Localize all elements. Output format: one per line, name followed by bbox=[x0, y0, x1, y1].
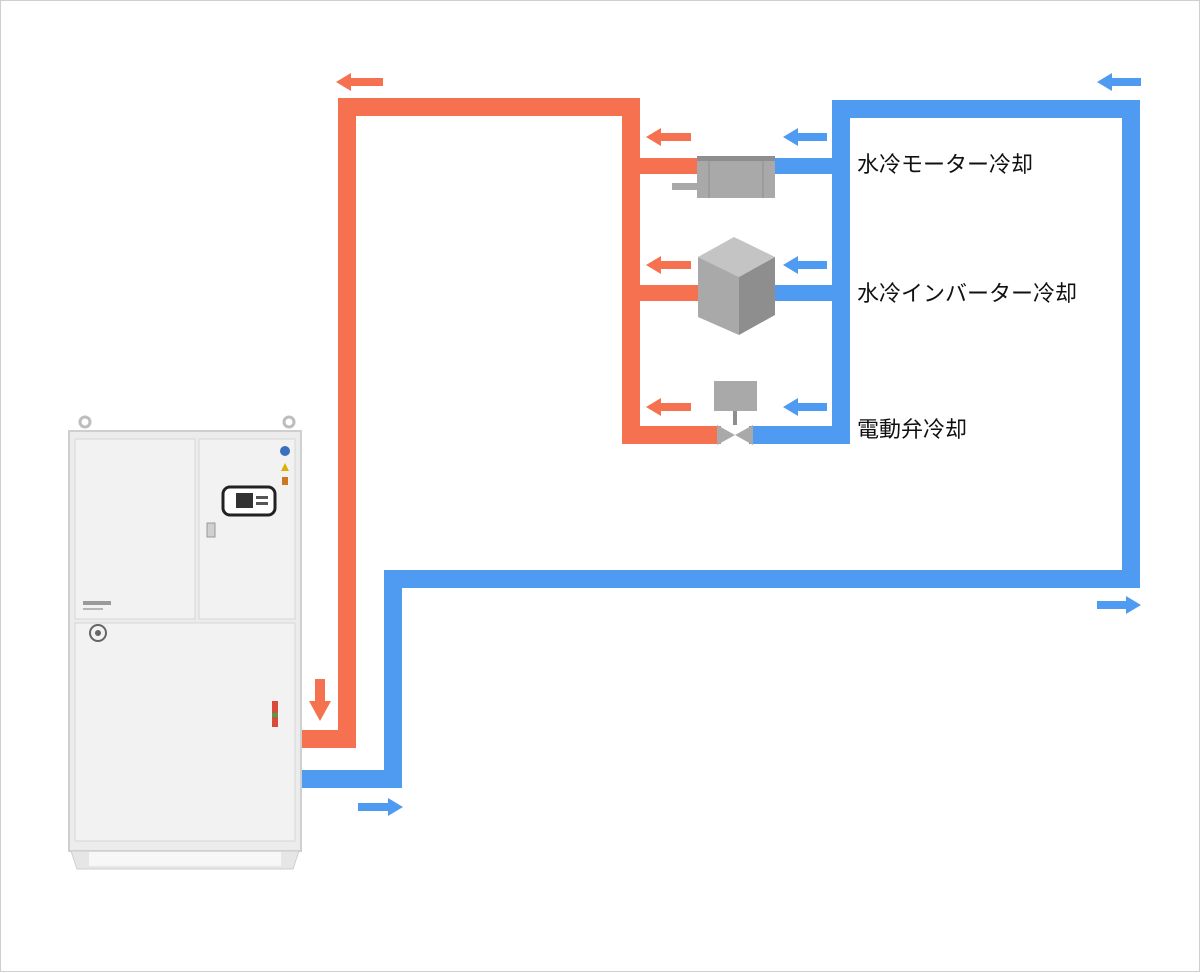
hot-arrow-down bbox=[309, 679, 331, 721]
hot-main-pipe bbox=[301, 98, 721, 748]
motor-icon bbox=[672, 156, 775, 198]
chiller-icon bbox=[68, 415, 302, 870]
flow-arrows bbox=[309, 73, 1141, 816]
cold-arrow-top-right bbox=[1097, 73, 1141, 91]
inverter-icon bbox=[698, 237, 775, 335]
hot-arrow-top-left bbox=[336, 73, 383, 91]
hot-arrow-inverter bbox=[646, 256, 691, 274]
hot-pipes bbox=[301, 98, 721, 748]
cold-pipes bbox=[301, 100, 1140, 788]
cold-main-pipe bbox=[301, 100, 1140, 788]
label-motor: 水冷モーター冷却 bbox=[857, 153, 1033, 178]
cold-arrow-right-lower bbox=[1097, 596, 1141, 614]
valve-icon bbox=[714, 381, 757, 445]
cold-arrow-right-chiller bbox=[358, 798, 403, 816]
label-valve: 電動弁冷却 bbox=[857, 418, 967, 443]
cold-arrow-motor bbox=[783, 128, 827, 146]
cold-arrow-inverter bbox=[783, 256, 827, 274]
hot-arrow-valve bbox=[646, 398, 691, 416]
label-inverter: 水冷インバーター冷却 bbox=[857, 282, 1077, 307]
cold-arrow-valve bbox=[783, 398, 827, 416]
hot-arrow-motor bbox=[646, 128, 691, 146]
